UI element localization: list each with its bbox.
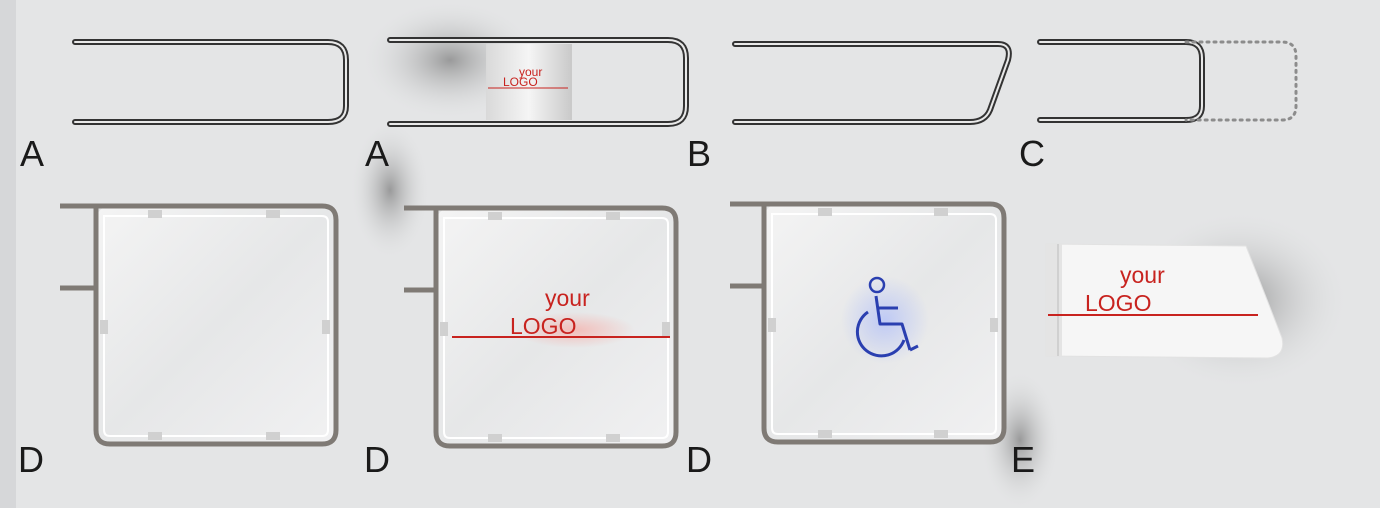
panel-gate-d-with-logo: your LOGO	[404, 205, 679, 449]
variant-label: E	[1011, 439, 1036, 480]
rail-gate-a-with-logo: your LOGO	[387, 37, 689, 127]
panel-gate-d-plain	[60, 203, 339, 447]
logo-glow	[515, 312, 635, 348]
rail-gate-c	[1037, 39, 1298, 123]
variant-label: D	[364, 439, 390, 480]
logo-text-your: your	[1120, 262, 1165, 288]
variant-label: A	[20, 133, 45, 174]
shadow	[350, 120, 430, 260]
variant-label: A	[365, 133, 390, 174]
variant-label: D	[18, 439, 44, 480]
logo-text-your: your	[545, 285, 590, 311]
logo-text-your: your	[519, 65, 542, 79]
wheelchair-accessibility-icon	[841, 276, 929, 364]
logo-text-logo: LOGO	[510, 313, 576, 339]
logo-text-logo: LOGO	[503, 75, 538, 89]
variant-label: D	[686, 439, 712, 480]
logo-panel	[486, 44, 572, 120]
rail-gate-a-plain	[72, 39, 349, 125]
left-edge-strip	[0, 0, 16, 508]
variant-label: C	[1019, 133, 1045, 174]
panel-gate-d-accessibility	[730, 201, 1007, 445]
panel-gate-e: your LOGO	[1045, 243, 1284, 359]
rail-gate-b	[732, 41, 1012, 125]
logo-text-logo: LOGO	[1085, 290, 1151, 316]
variant-label: B	[687, 133, 712, 174]
